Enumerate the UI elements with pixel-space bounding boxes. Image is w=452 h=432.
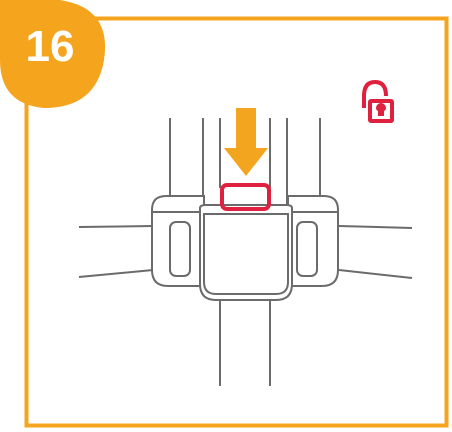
right-buckle-tongue <box>287 195 339 287</box>
right-buckle-slot <box>296 221 318 277</box>
right-waist-strap-edge <box>338 269 413 279</box>
left-waist-strap-edge <box>78 269 154 278</box>
harness-strap-assembly <box>78 118 413 386</box>
left-waist-strap-edge <box>78 225 154 228</box>
buckle-body-inner <box>203 213 289 295</box>
unlock-padlock-icon <box>362 79 394 123</box>
down-arrow-icon <box>224 108 268 176</box>
panel-frame <box>24 16 449 428</box>
left-buckle-tongue <box>151 195 205 287</box>
step-badge: 16 <box>0 0 106 108</box>
step-number: 16 <box>26 22 75 71</box>
left-buckle-slot <box>169 221 191 277</box>
release-button-highlight <box>220 183 271 211</box>
step-badge-shape <box>0 0 106 108</box>
buckle-body <box>199 204 293 301</box>
right-waist-strap-edge <box>338 225 413 229</box>
